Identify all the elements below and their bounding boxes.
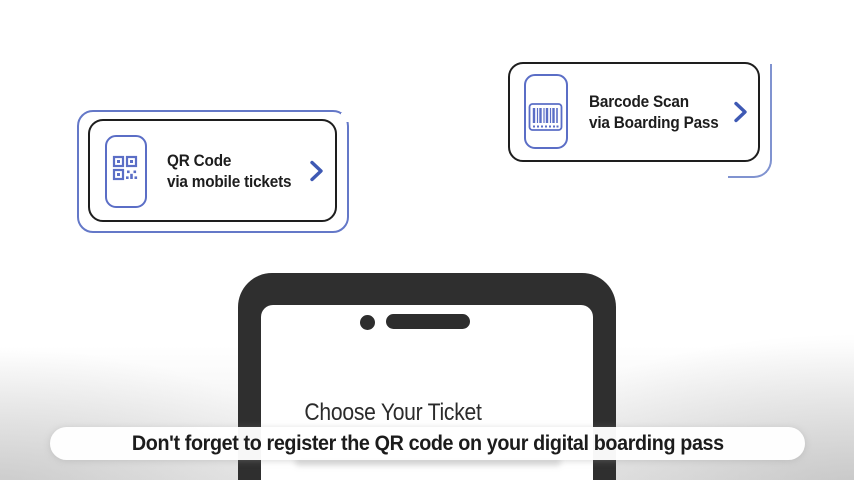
screen-title: Choose Your Ticket [304, 399, 482, 426]
qr-option-labels: QR Code via mobile tickets [167, 150, 305, 192]
qr-code-option-card[interactable]: QR Code via mobile tickets [88, 119, 337, 222]
barcode-option-subtitle: via Boarding Pass [589, 113, 719, 132]
blurred-subtitle-smudge [295, 457, 561, 466]
chevron-right-icon [310, 160, 323, 181]
qr-option-subtitle: via mobile tickets [167, 171, 292, 191]
caption-text: Don't forget to register the QR code on … [131, 431, 724, 455]
caption-bar: Don't forget to register the QR code on … [50, 427, 805, 460]
barcode-option-title: Barcode Scan [589, 92, 689, 111]
trail-outline [728, 64, 772, 178]
qr-option-title: QR Code [167, 150, 232, 170]
camera-dot-icon [360, 315, 375, 330]
qr-code-phone-icon [105, 135, 147, 208]
barcode-option-card[interactable]: Barcode Scan via Boarding Pass [508, 62, 760, 162]
barcode-option-labels: Barcode Scan via Boarding Pass [589, 91, 733, 133]
speaker-grille [386, 314, 470, 329]
selection-outline-gap [341, 113, 350, 122]
barcode-phone-icon [524, 74, 568, 149]
selection-outline [77, 110, 349, 233]
chevron-right-icon [734, 101, 747, 123]
